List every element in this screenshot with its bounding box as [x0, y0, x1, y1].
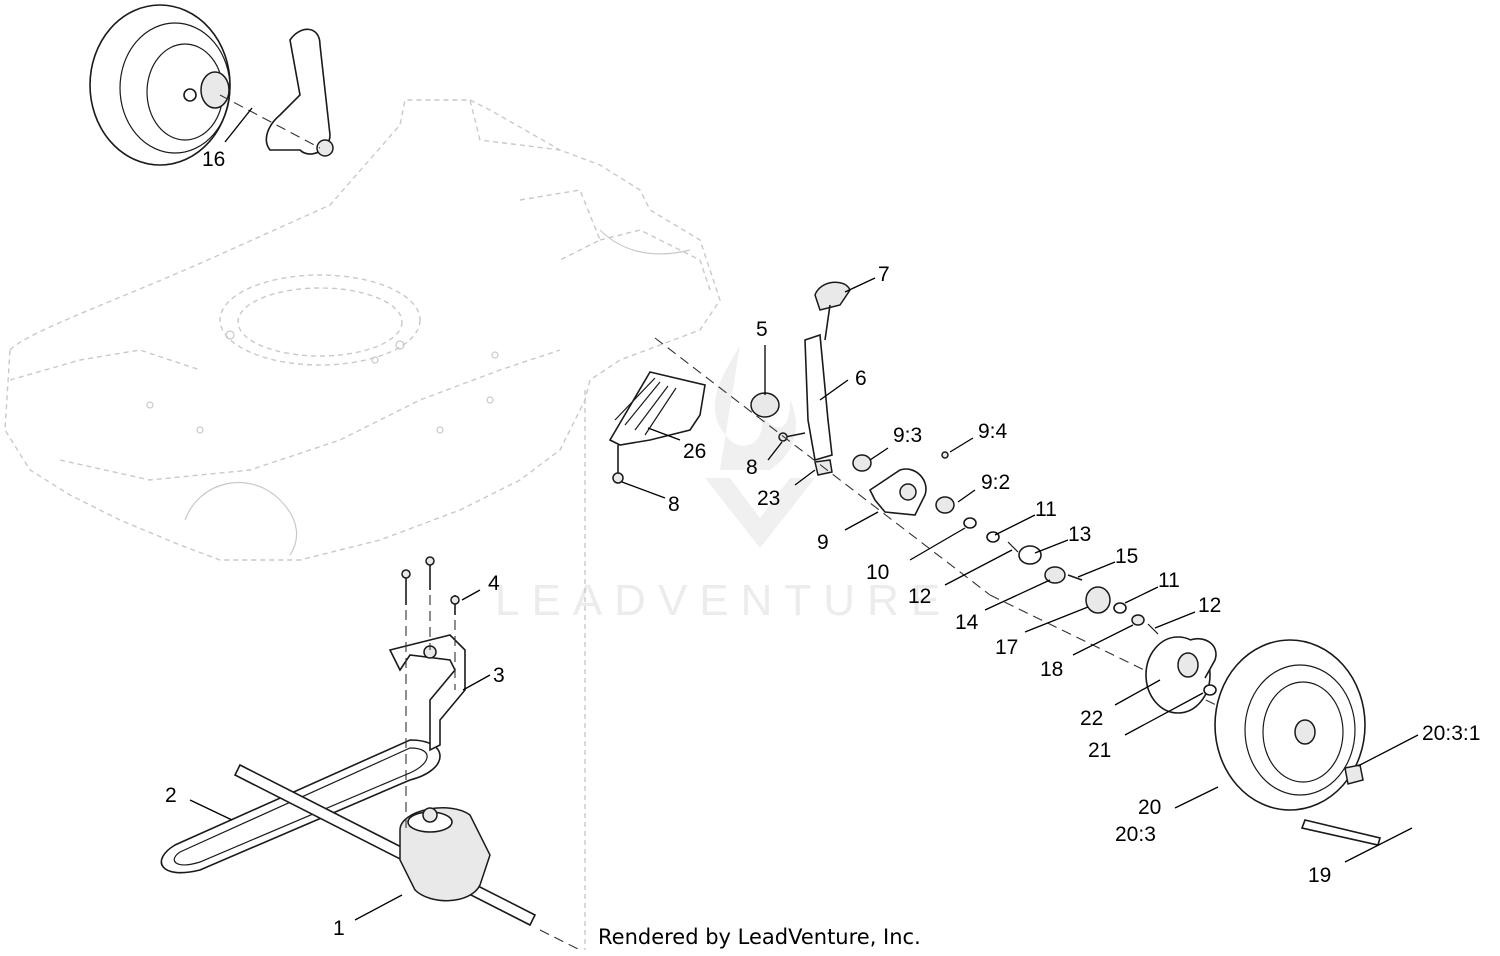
- callout-12-left: 12: [908, 585, 931, 608]
- callout-13: 13: [1068, 523, 1091, 546]
- callout-1: 1: [333, 917, 345, 940]
- callout-20-3: 20:3: [1115, 823, 1156, 846]
- callout-18: 18: [1040, 658, 1063, 681]
- callout-22: 22: [1080, 707, 1103, 730]
- watermark: LEADVENTURE: [495, 345, 952, 625]
- callout-9-4: 9:4: [978, 420, 1008, 443]
- callout-19: 19: [1308, 864, 1331, 887]
- callout-9: 9: [817, 531, 829, 554]
- callout-8-upper: 8: [746, 456, 758, 479]
- callout-21: 21: [1088, 739, 1111, 762]
- callout-7: 7: [878, 263, 890, 286]
- callout-15: 15: [1115, 545, 1138, 568]
- callout-11-upper: 11: [1035, 498, 1057, 521]
- callout-2: 2: [165, 784, 177, 807]
- callout-12-right: 12: [1198, 594, 1221, 617]
- callout-10: 10: [866, 561, 889, 584]
- callout-20-3-1: 20:3:1: [1422, 722, 1480, 745]
- rear-wheel-assembly: [89, 4, 334, 166]
- callout-4: 4: [488, 572, 500, 595]
- height-adjuster: [608, 281, 991, 596]
- callout-23: 23: [757, 487, 780, 510]
- mower-deck: [4, 99, 721, 950]
- callout-5: 5: [756, 318, 768, 341]
- watermark-text: LEADVENTURE: [495, 576, 952, 625]
- callout-9-3: 9:3: [893, 424, 922, 447]
- leader-lines: [189, 107, 1419, 921]
- callout-6: 6: [855, 367, 867, 390]
- credit-text: Rendered by LeadVenture, Inc.: [598, 925, 921, 949]
- callout-9-2: 9:2: [981, 471, 1010, 494]
- callout-8-lower: 8: [668, 493, 680, 516]
- callout-16: 16: [202, 148, 225, 171]
- callout-26: 26: [683, 440, 706, 463]
- front-wheel-assembly: [1145, 636, 1381, 846]
- transmission: [233, 763, 581, 951]
- callout-labels: 16 7 5 6 9:3 9:4 26 8 23 9:2 8 9 11 10 1…: [165, 148, 1480, 940]
- belt-guard-bracket: [388, 556, 466, 830]
- callout-3: 3: [493, 664, 505, 687]
- callout-17: 17: [995, 636, 1018, 659]
- callout-11-lower: 11: [1158, 569, 1180, 592]
- callout-14: 14: [955, 611, 979, 634]
- callout-20: 20: [1138, 796, 1161, 819]
